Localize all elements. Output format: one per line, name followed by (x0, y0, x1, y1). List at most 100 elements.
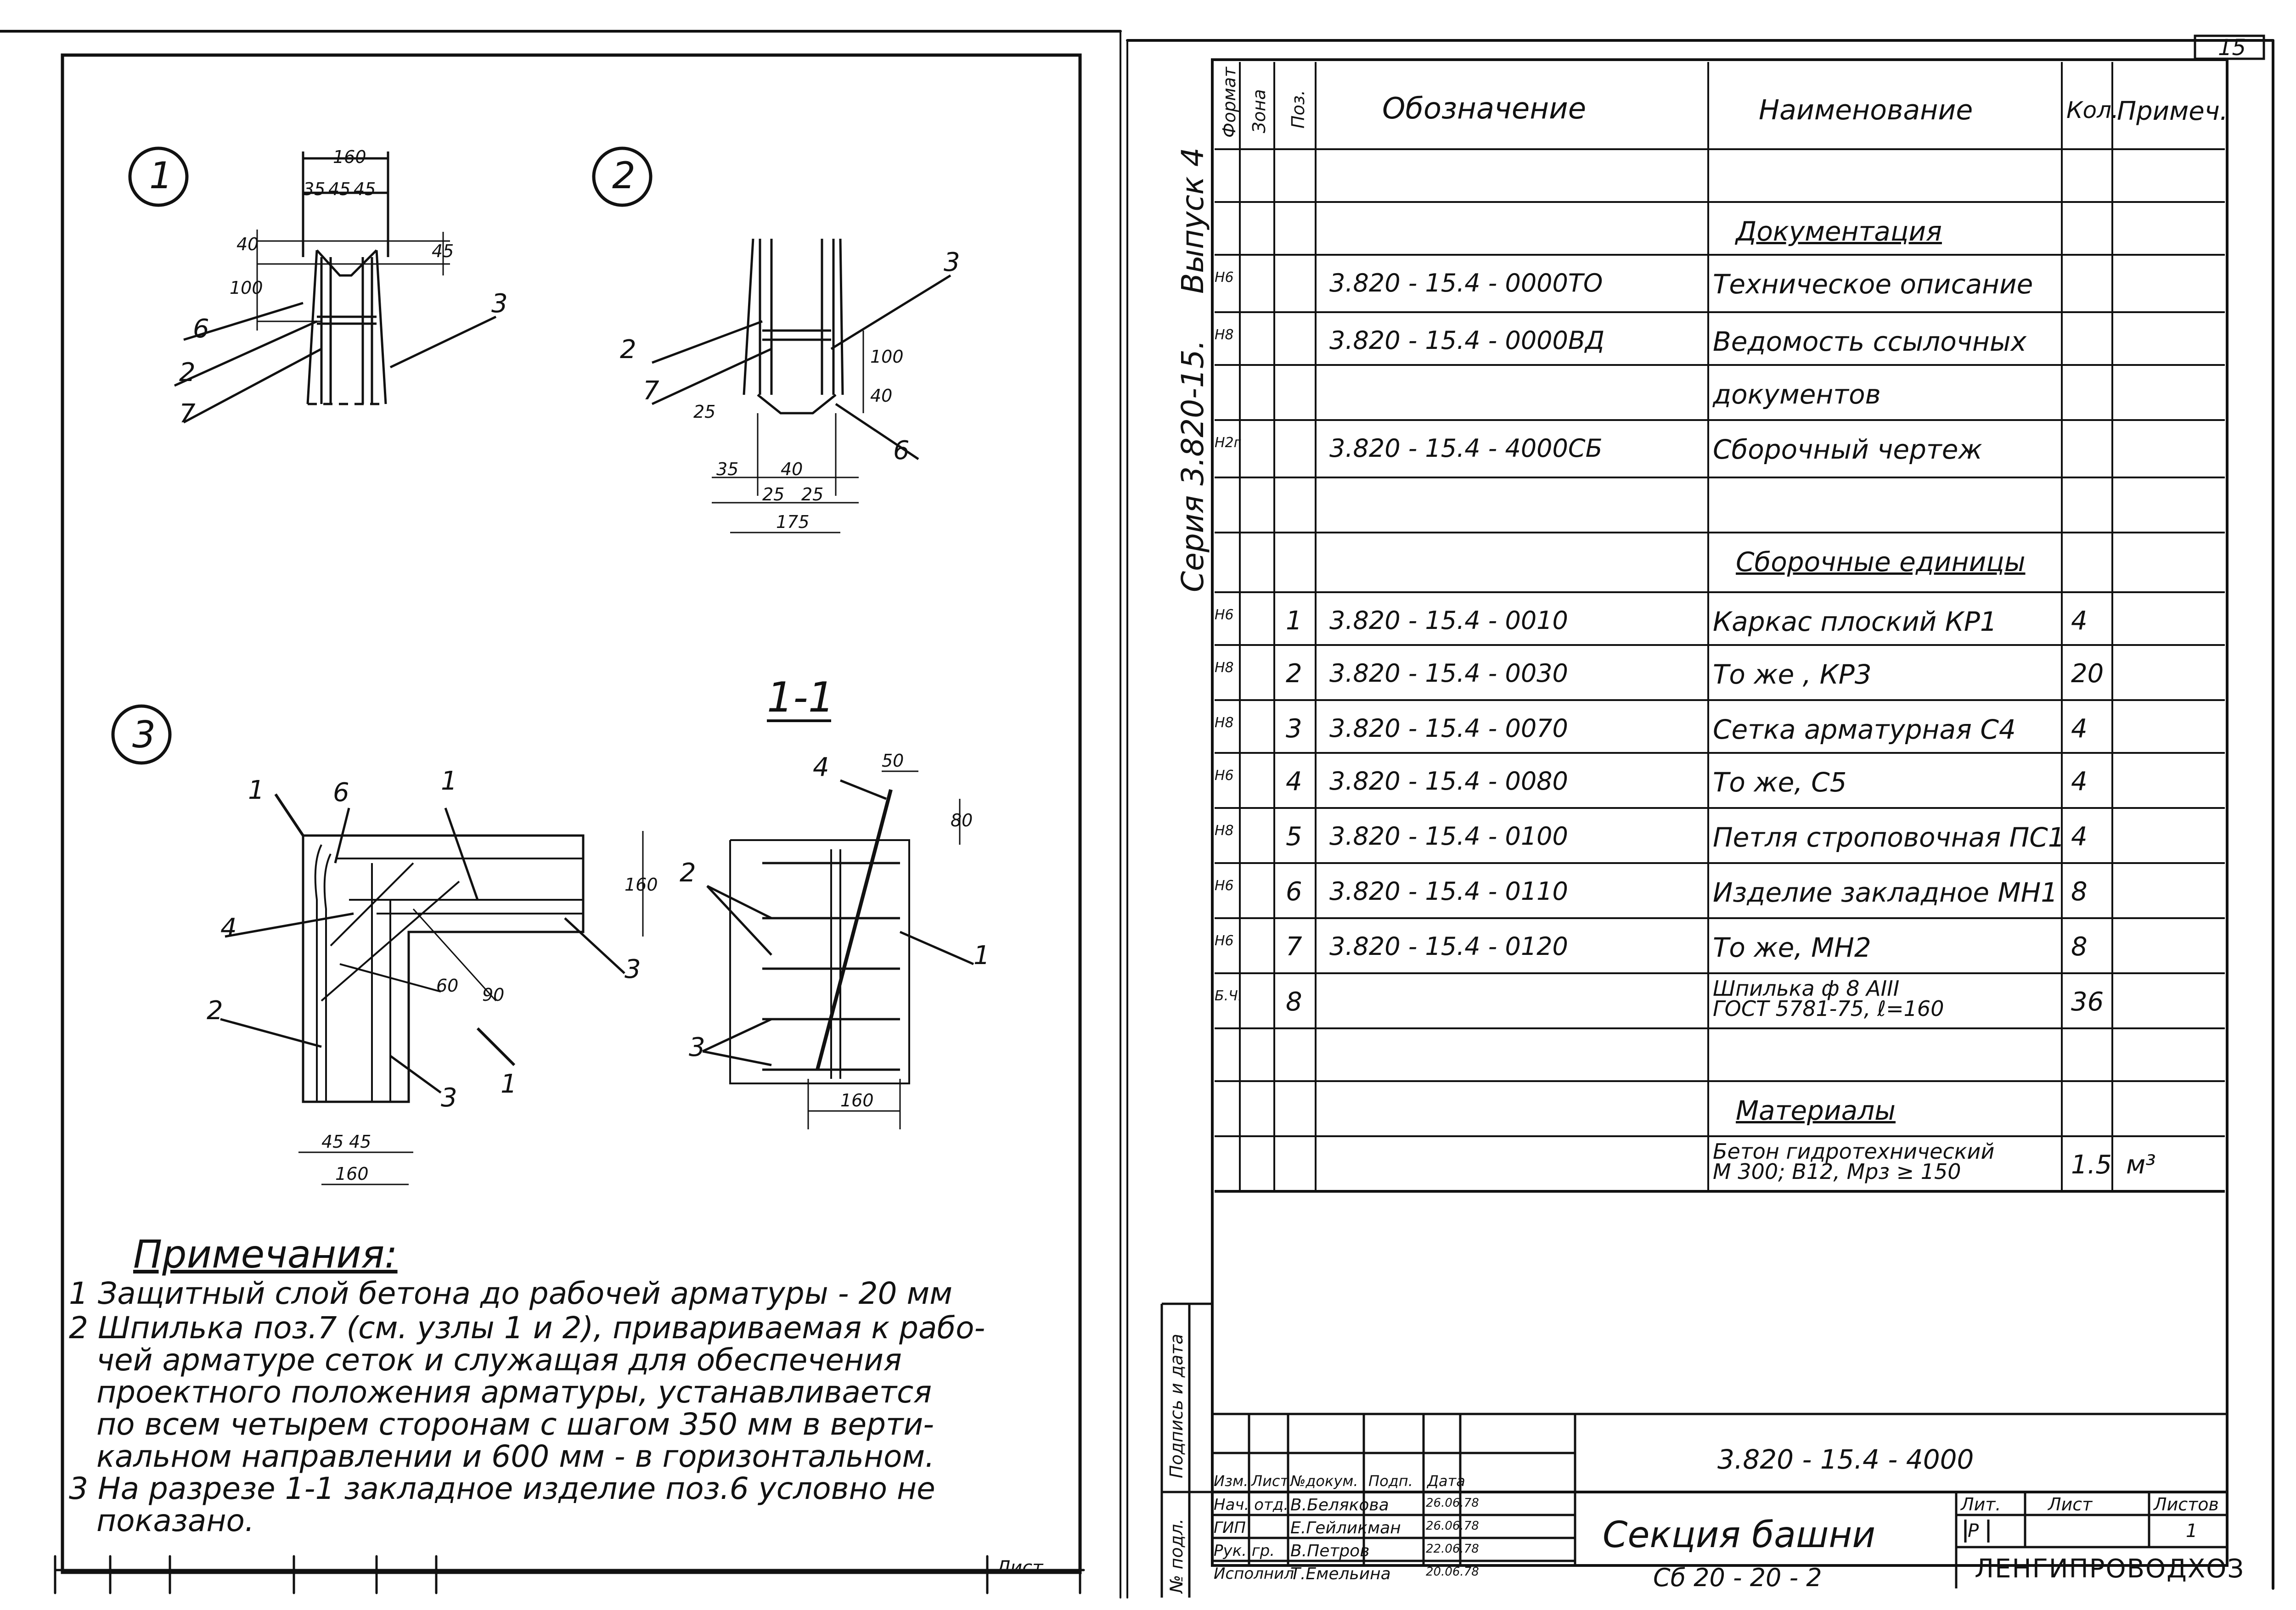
dim-label: 160 (840, 1090, 874, 1111)
spec-cell-code: 3.820 - 15.4 - 0100 (1329, 822, 1568, 851)
dim-label: 160 (335, 1164, 369, 1184)
spec-cell-code: 3.820 - 15.4 - 0120 (1329, 932, 1568, 961)
header-qty: Кол. (2066, 97, 2119, 123)
spec-cell-qty: 4 (2071, 714, 2088, 744)
stamp-original-no: № подл. (1166, 1519, 1187, 1594)
callout: 6 (193, 314, 209, 344)
note-line: проектного положения арматуры, устанавли… (96, 1374, 932, 1410)
spec-cell-pos: 2 (1286, 659, 1302, 689)
spec-cell-name: Каркас плоский КР1 (1713, 606, 1997, 637)
callout: 1 (974, 941, 990, 970)
dim-label: 80 (951, 810, 973, 830)
doc-subtitle: Сб 20 - 20 - 2 (1653, 1563, 1822, 1592)
spec-cell-name: Документация (1736, 216, 1942, 247)
head-sign: Подп. (1368, 1472, 1413, 1490)
doc-title: Секция башни (1603, 1515, 1876, 1556)
spec-cell-name: Сетка арматурная С4 (1713, 714, 2016, 745)
callout: 3 (441, 1083, 457, 1113)
spec-cell-name: документов (1713, 379, 1881, 410)
sheets-value: 1 (2186, 1520, 2198, 1542)
person-name: В.Петров (1290, 1542, 1370, 1560)
spec-cell-code: 3.820 - 15.4 - 0110 (1329, 877, 1568, 906)
spec-table-grid (1215, 62, 2225, 1193)
spec-cell-pos: 1 (1286, 606, 1302, 636)
dim-label: 160 (333, 147, 366, 167)
person-role: ГИП (1214, 1519, 1246, 1537)
note-line: 2 Шпилька поз.7 (см. узлы 1 и 2), привар… (69, 1310, 985, 1346)
dim-label: 50 (882, 751, 904, 771)
spec-cell-name: Бетон гидротехнический М 300; В12, Мрз ≥… (1713, 1139, 1995, 1184)
section-1-1-drawing (702, 719, 974, 1129)
callout: 1 (248, 775, 264, 805)
spec-cell-pos: 3 (1286, 714, 1302, 744)
spec-cell-pos: 7 (1286, 932, 1302, 962)
spec-cell-pos: 5 (1286, 822, 1302, 852)
header-zone: Зона (1249, 89, 1269, 133)
dim-label: 40 (870, 386, 892, 406)
callout: 6 (893, 436, 910, 466)
spec-cell-fmt: Н8 (1215, 715, 1234, 731)
spec-cell-fmt: Н6 (1215, 607, 1234, 623)
node-1-number: 1 (149, 154, 173, 197)
note-line: чей арматуре сеток и служащая для обеспе… (96, 1342, 902, 1378)
callout: 4 (813, 752, 829, 782)
header-name: Наименование (1759, 94, 1973, 126)
callout: 7 (643, 376, 659, 406)
spec-cell-name: Петля строповочная ПС1 (1713, 822, 2065, 853)
dim-label: 40 (236, 234, 259, 254)
spec-cell-code: 3.820 - 15.4 - 0030 (1329, 659, 1568, 688)
callout: 2 (680, 858, 696, 888)
note-line: кальном направлении и 600 мм - в горизон… (96, 1439, 935, 1474)
spec-cell-fmt: Н2г (1215, 435, 1241, 451)
spec-cell-code: 3.820 - 15.4 - 0080 (1329, 767, 1568, 796)
left-sheet-frame (61, 53, 1082, 1574)
person-name: В.Белякова (1290, 1496, 1389, 1515)
dim-label: 40 (781, 459, 803, 479)
issue-label: Выпуск 4 (1175, 147, 1210, 294)
dim-label: 45 (321, 1132, 343, 1152)
dim-label: 25 (762, 484, 784, 505)
sheet-label: Лист (2048, 1494, 2093, 1515)
spec-cell-pos: 4 (1286, 767, 1302, 797)
spec-cell-name: То же, C5 (1713, 767, 1847, 798)
person-name: Т.Емельина (1290, 1565, 1391, 1583)
doc-code: 3.820 - 15.4 - 4000 (1717, 1444, 1974, 1475)
stamp-signature-date: Подпись и дата (1166, 1334, 1187, 1478)
dim-label: 35 (303, 179, 325, 199)
head-docno: №докум. (1290, 1472, 1358, 1490)
dim-label: 100 (230, 278, 263, 298)
spec-cell-name: Шпилька ф 8 АIII ГОСТ 5781-75, ℓ=160 (1713, 976, 1944, 1021)
series-label: Серия 3.820-15. (1175, 340, 1210, 592)
spec-cell-qty: 20 (2071, 659, 2104, 689)
callout: 1 (501, 1069, 517, 1099)
dim-label: 35 (716, 459, 738, 479)
callout: 3 (491, 289, 508, 319)
header-note: Примеч. (2117, 96, 2228, 126)
node-3-drawing (111, 704, 644, 1185)
person-name: Е.Гейликман (1290, 1519, 1401, 1537)
spec-cell-name: Ведомость ссылочных (1713, 326, 2027, 357)
dim-label: 90 (482, 985, 504, 1005)
person-date: 22.06.78 (1426, 1542, 1479, 1556)
person-date: 26.06.78 (1426, 1496, 1479, 1510)
organization: ЛЕНГИПРОВОДХОЗ (1975, 1554, 2245, 1584)
left-sheet-label: Лист (996, 1557, 1043, 1578)
node-2-drawing (592, 146, 951, 533)
spec-cell-name: Сборочные единицы (1736, 546, 2026, 578)
spec-cell-fmt: Н8 (1215, 327, 1234, 343)
dim-label: 25 (801, 484, 823, 505)
lit-label: Лит. (1961, 1494, 2001, 1515)
callout: 2 (620, 335, 636, 365)
note-line: показано. (96, 1503, 254, 1538)
header-designation: Обозначение (1382, 92, 1587, 126)
spec-cell-qty: 8 (2071, 932, 2088, 962)
spec-cell-fmt: Н8 (1215, 660, 1234, 676)
dim-label: 100 (870, 347, 904, 367)
callout: 3 (689, 1032, 705, 1062)
spec-cell-qty: 4 (2071, 767, 2088, 797)
dim-label: 60 (436, 976, 458, 996)
spec-cell-name: Сборочный чертеж (1713, 434, 1982, 465)
spec-cell-qty: 8 (2071, 877, 2088, 907)
note-line: по всем четырем сторонам с шагом 350 мм … (96, 1407, 934, 1442)
